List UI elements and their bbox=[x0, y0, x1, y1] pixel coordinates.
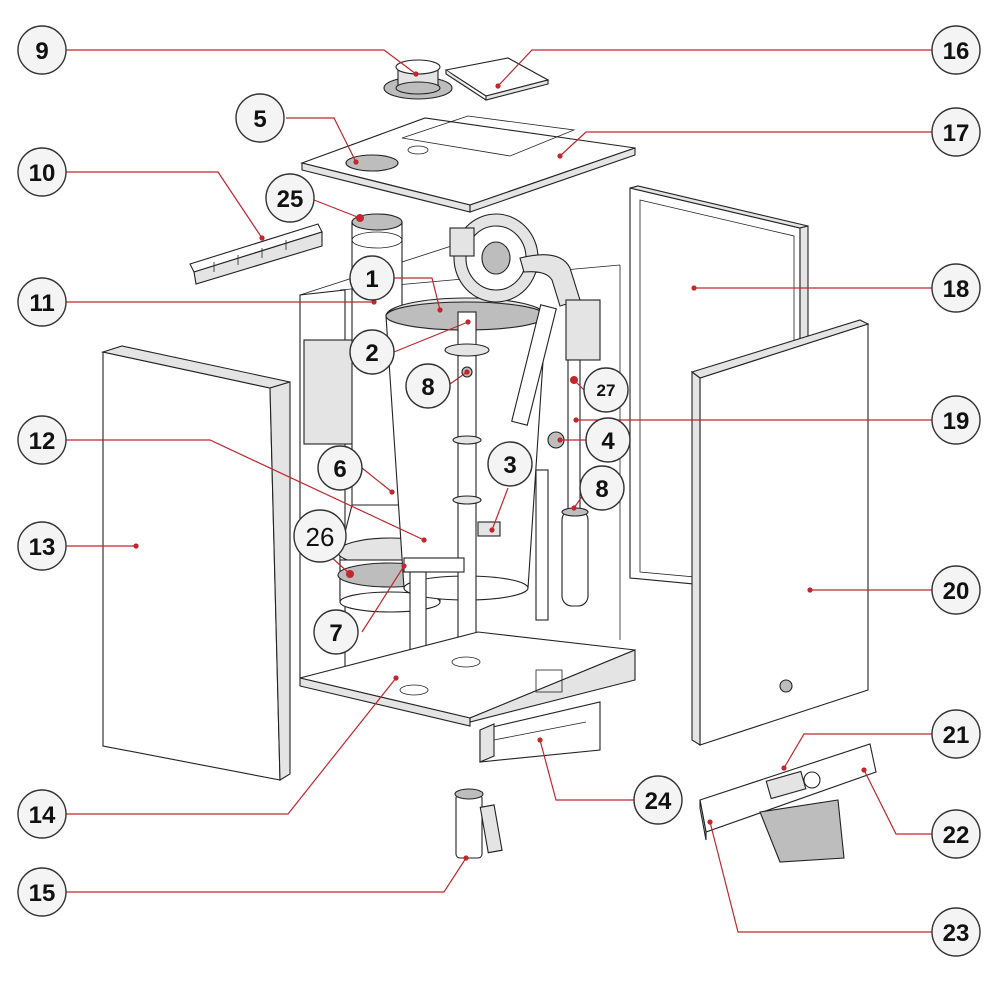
callout-23: 23 bbox=[931, 907, 981, 957]
svg-text:1: 1 bbox=[365, 266, 378, 293]
svg-text:19: 19 bbox=[943, 408, 970, 435]
part-mounting-rail bbox=[189, 223, 323, 285]
part-expansion-vessel bbox=[561, 507, 589, 607]
callout-20: 20 bbox=[931, 565, 981, 615]
callout-13: 13 bbox=[17, 521, 67, 571]
part-chassis-frame bbox=[299, 239, 621, 679]
callout-17: 17 bbox=[931, 107, 981, 157]
svg-text:17: 17 bbox=[943, 120, 970, 147]
svg-text:9: 9 bbox=[35, 38, 48, 65]
callout-11: 11 bbox=[17, 277, 67, 327]
svg-text:8: 8 bbox=[595, 476, 608, 503]
callout-14: 14 bbox=[17, 789, 67, 839]
callout-8-lower: 8 bbox=[579, 465, 625, 511]
callout-9: 9 bbox=[17, 25, 67, 75]
part-top-cover-plate bbox=[444, 57, 550, 101]
part-flue-adaptor bbox=[383, 59, 453, 100]
svg-text:22: 22 bbox=[943, 822, 970, 849]
svg-text:6: 6 bbox=[333, 456, 346, 483]
part-sensor bbox=[477, 521, 501, 537]
svg-text:25: 25 bbox=[277, 186, 304, 213]
callout-3: 3 bbox=[487, 441, 533, 487]
svg-text:10: 10 bbox=[29, 160, 56, 187]
svg-text:3: 3 bbox=[503, 452, 516, 479]
svg-text:26: 26 bbox=[306, 522, 335, 552]
svg-text:16: 16 bbox=[943, 38, 970, 65]
callout-12: 12 bbox=[17, 415, 67, 465]
callout-8-upper: 8 bbox=[405, 363, 451, 409]
callout-2: 2 bbox=[349, 329, 395, 375]
svg-text:4: 4 bbox=[601, 428, 615, 455]
callout-1: 1 bbox=[349, 255, 395, 301]
part-left-side-panel bbox=[100, 345, 291, 781]
part-top-panel bbox=[300, 115, 636, 213]
callout-25: 25 bbox=[265, 173, 315, 223]
callout-26: 26 bbox=[293, 509, 347, 563]
svg-text:7: 7 bbox=[329, 620, 342, 647]
callout-21: 21 bbox=[931, 709, 981, 759]
callout-5: 5 bbox=[235, 93, 285, 143]
svg-text:15: 15 bbox=[29, 880, 56, 907]
callouts: 9 16 5 17 10 25 1 18 11 2 8 27 12 19 4 3… bbox=[17, 25, 981, 957]
callout-27: 27 bbox=[583, 367, 629, 413]
svg-text:5: 5 bbox=[253, 106, 266, 133]
callout-7: 7 bbox=[313, 609, 359, 655]
svg-text:23: 23 bbox=[943, 920, 970, 947]
part-base-tray bbox=[299, 631, 636, 727]
svg-text:14: 14 bbox=[29, 802, 56, 829]
part-front-right-panel bbox=[690, 319, 870, 746]
svg-text:2: 2 bbox=[365, 340, 378, 367]
svg-text:24: 24 bbox=[645, 788, 672, 815]
callout-18: 18 bbox=[931, 263, 981, 313]
callout-19: 19 bbox=[931, 395, 981, 445]
callout-16: 16 bbox=[931, 25, 981, 75]
leader-lines bbox=[66, 49, 932, 933]
callout-22: 22 bbox=[931, 809, 981, 859]
callout-6: 6 bbox=[317, 445, 363, 491]
svg-text:18: 18 bbox=[943, 276, 970, 303]
callout-10: 10 bbox=[17, 147, 67, 197]
part-fan-assembly bbox=[449, 213, 581, 307]
part-drain-fitting bbox=[454, 788, 503, 859]
svg-text:21: 21 bbox=[943, 722, 970, 749]
callout-15: 15 bbox=[17, 867, 67, 917]
svg-text:8: 8 bbox=[421, 374, 434, 401]
svg-text:11: 11 bbox=[29, 290, 54, 317]
svg-text:12: 12 bbox=[29, 428, 56, 455]
svg-text:13: 13 bbox=[29, 534, 56, 561]
boiler-drawing bbox=[100, 57, 877, 863]
part-control-panel bbox=[699, 743, 877, 863]
svg-text:20: 20 bbox=[943, 578, 970, 605]
callout-24: 24 bbox=[633, 775, 683, 825]
callout-4: 4 bbox=[585, 417, 631, 463]
part-bracket bbox=[479, 701, 601, 763]
svg-text:27: 27 bbox=[597, 381, 616, 400]
